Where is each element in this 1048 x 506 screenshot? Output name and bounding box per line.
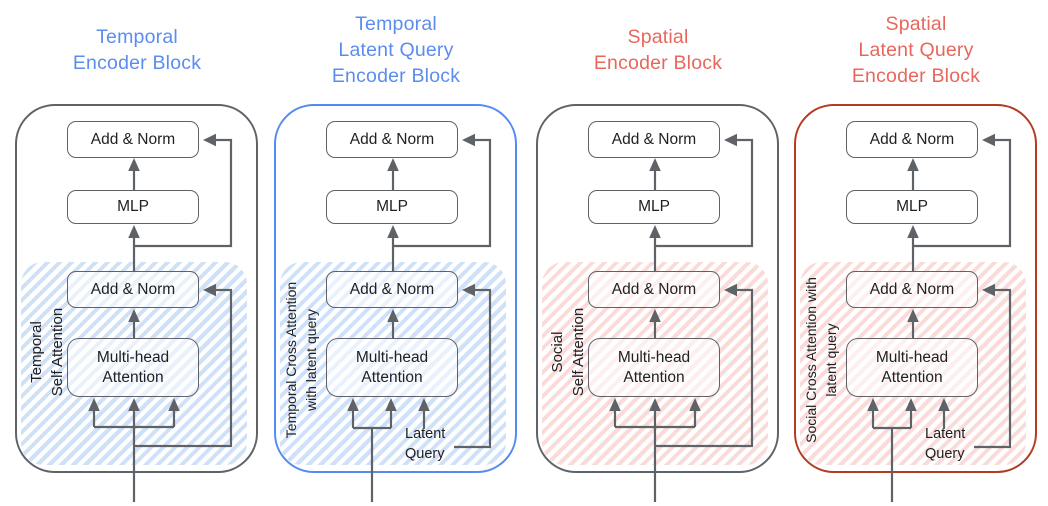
flow-arrows <box>609 133 754 502</box>
add-norm-box: Add & Norm <box>326 271 458 308</box>
block-outline <box>15 104 258 473</box>
mlp-box: MLP <box>588 190 720 224</box>
addnorm-to-mlp-arrow <box>387 225 399 271</box>
latent-query-skip-connection <box>454 283 492 449</box>
attention-to-addnorm-arrow <box>649 309 661 338</box>
input-arrows <box>347 398 397 502</box>
mlp-box: MLP <box>846 190 978 224</box>
input-arrows <box>867 398 917 502</box>
latent-query-label: Latent Query <box>925 426 966 462</box>
input-arrows <box>88 398 180 502</box>
block-title: Temporal Latent Query Encoder Block <box>331 13 461 87</box>
input-arrows <box>609 398 701 502</box>
addnorm-to-mlp-arrow <box>128 225 140 271</box>
mlp-to-addnorm-arrow <box>128 158 140 190</box>
flow-arrows <box>867 133 1012 502</box>
attention-skip-connection <box>655 283 754 448</box>
latent-query-arrow <box>938 398 950 429</box>
add-norm-box: Add & Norm <box>67 121 199 158</box>
encoder-block-temporal: Temporal Encoder Block Temporal Self Att… <box>9 0 265 506</box>
flow-arrows <box>88 133 233 502</box>
multi-head-attention-box: Multi-head Attention <box>67 338 199 397</box>
encoder-block-spatial-latent-query: Spatial Latent Query Encoder Block Socia… <box>788 0 1044 506</box>
add-norm-box: Add & Norm <box>846 121 978 158</box>
latent-query-label: Latent Query <box>405 426 446 462</box>
mlp-skip-connection <box>655 133 754 248</box>
block-outline <box>274 104 517 473</box>
encoder-block-temporal-latent-query: Temporal Latent Query Encoder Block Temp… <box>268 0 524 506</box>
block-title: Temporal Encoder Block <box>72 26 202 74</box>
add-norm-box: Add & Norm <box>846 271 978 308</box>
latent-query-arrow <box>418 398 430 429</box>
latent-query-skip-connection <box>974 283 1012 449</box>
mlp-skip-connection <box>134 133 233 248</box>
attention-to-addnorm-arrow <box>907 309 919 338</box>
mlp-to-addnorm-arrow <box>907 158 919 190</box>
add-norm-box: Add & Norm <box>67 271 199 308</box>
encoder-block-spatial: Spatial Encoder Block Social Self Attent… <box>530 0 786 506</box>
block-outline <box>536 104 779 473</box>
add-norm-box: Add & Norm <box>588 121 720 158</box>
attention-to-addnorm-arrow <box>387 309 399 338</box>
addnorm-to-mlp-arrow <box>649 225 661 271</box>
mlp-box: MLP <box>326 190 458 224</box>
flow-arrows <box>347 133 492 502</box>
attention-to-addnorm-arrow <box>128 309 140 338</box>
add-norm-box: Add & Norm <box>326 121 458 158</box>
mlp-to-addnorm-arrow <box>649 158 661 190</box>
multi-head-attention-box: Multi-head Attention <box>326 338 458 397</box>
mlp-box: MLP <box>67 190 199 224</box>
mlp-to-addnorm-arrow <box>387 158 399 190</box>
block-outline <box>794 104 1037 473</box>
multi-head-attention-box: Multi-head Attention <box>588 338 720 397</box>
mlp-skip-connection <box>913 133 1012 248</box>
add-norm-box: Add & Norm <box>588 271 720 308</box>
multi-head-attention-box: Multi-head Attention <box>846 338 978 397</box>
attention-skip-connection <box>134 283 233 448</box>
block-title: Spatial Latent Query Encoder Block <box>851 13 981 87</box>
block-title: Spatial Encoder Block <box>593 26 723 74</box>
mlp-skip-connection <box>393 133 492 248</box>
addnorm-to-mlp-arrow <box>907 225 919 271</box>
